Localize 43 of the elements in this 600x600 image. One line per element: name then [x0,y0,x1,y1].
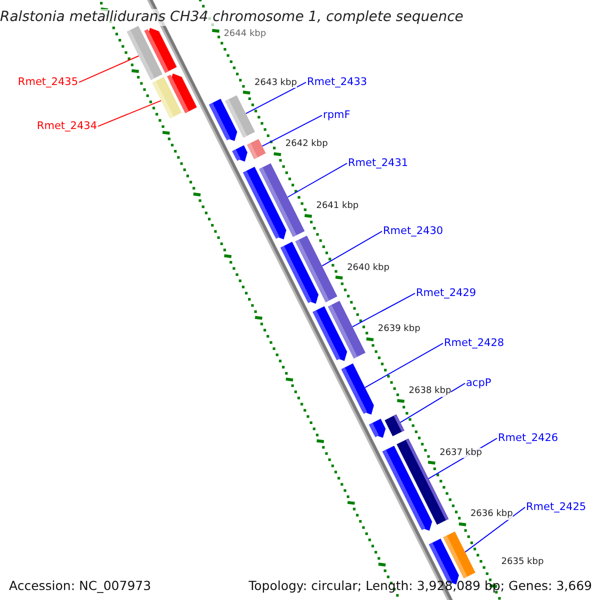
gene-label: acpP [466,377,492,390]
gene-label: Rmet_2431 [348,157,408,170]
title: Ralstonia metallidurans CH34 chromosome 1, complete sequence [0,9,464,26]
gene-label: Rmet_2426 [498,432,558,445]
gene-block [232,145,248,162]
gene-label: Rmet_2428 [444,337,504,350]
gene-label: Rmet_2430 [383,225,444,238]
gene-block [167,74,197,114]
gene-bar [247,139,266,160]
leader-line [352,292,416,328]
leader-line [287,162,348,198]
gene-label: rpmF [323,109,350,122]
gene-label: Rmet_2435 [18,76,78,89]
gene-label: Rmet_2434 [36,120,97,133]
scale-label: 2642 kbp [285,139,328,150]
gene-block [369,418,386,438]
scale-label: 2638 kbp [408,386,452,397]
gene-block [280,242,318,304]
scale-label: 2641 kbp [316,200,359,212]
scale-label: 2637 kbp [440,448,482,458]
gene-label: Rmet_2433 [307,76,368,89]
leader-line [364,342,444,388]
leader-line [245,82,306,114]
gene-label: Rmet_2425 [526,501,586,514]
gene-block [341,363,374,415]
scale-label: 2635 kbp [501,557,544,568]
gene-block [382,446,432,531]
leader-line [262,114,322,147]
gene-block [144,28,177,73]
scale-label: 2643 kbp [254,78,297,88]
scale-label: 2644 kbp [224,29,266,40]
leader-line [78,55,140,83]
gene-block [312,306,348,361]
scale-label: 2640 kbp [347,262,390,274]
gene-block [243,166,286,240]
scale-label: 2636 kbp [470,509,513,520]
leader-line [400,382,466,423]
accession-text: Accession: NC_007973 [9,578,152,593]
gene-block [209,98,238,141]
gene-bar [384,414,404,436]
leader-line [322,230,382,266]
scale-label: 2639 kbp [378,324,420,336]
gene-label: Rmet_2429 [416,287,476,300]
